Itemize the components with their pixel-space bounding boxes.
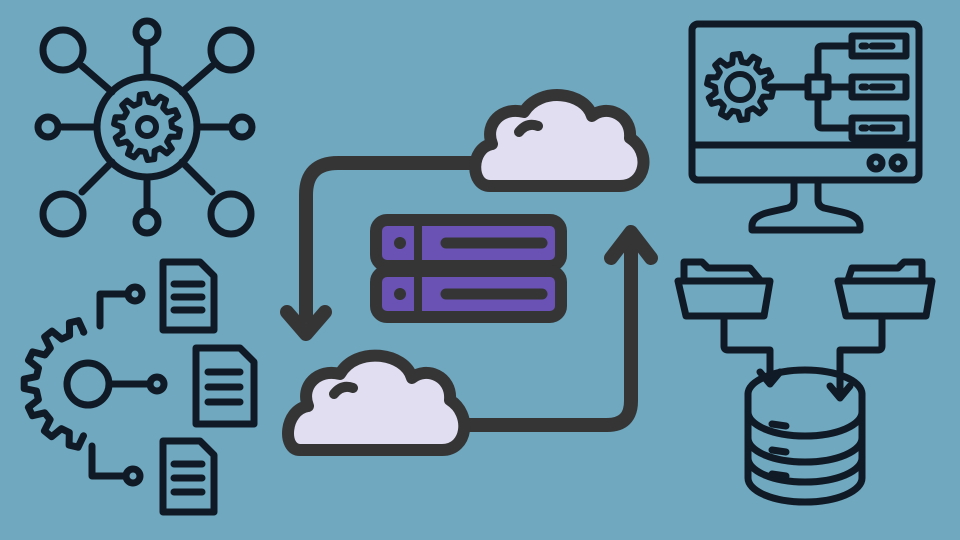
cloud-sync-icon bbox=[280, 89, 658, 456]
document-icon bbox=[192, 344, 258, 428]
cloud-icon bbox=[282, 349, 471, 456]
folder-icon bbox=[826, 258, 936, 402]
cloud-icon bbox=[469, 89, 650, 192]
server-rack-icon bbox=[370, 214, 567, 323]
monitor-workflow-icon bbox=[688, 20, 923, 234]
document-icon bbox=[159, 258, 218, 334]
network-hub-gear-icon bbox=[34, 17, 256, 238]
document-icon bbox=[159, 437, 218, 516]
gear-document-process-icon bbox=[20, 258, 258, 516]
database-icon bbox=[674, 258, 936, 506]
